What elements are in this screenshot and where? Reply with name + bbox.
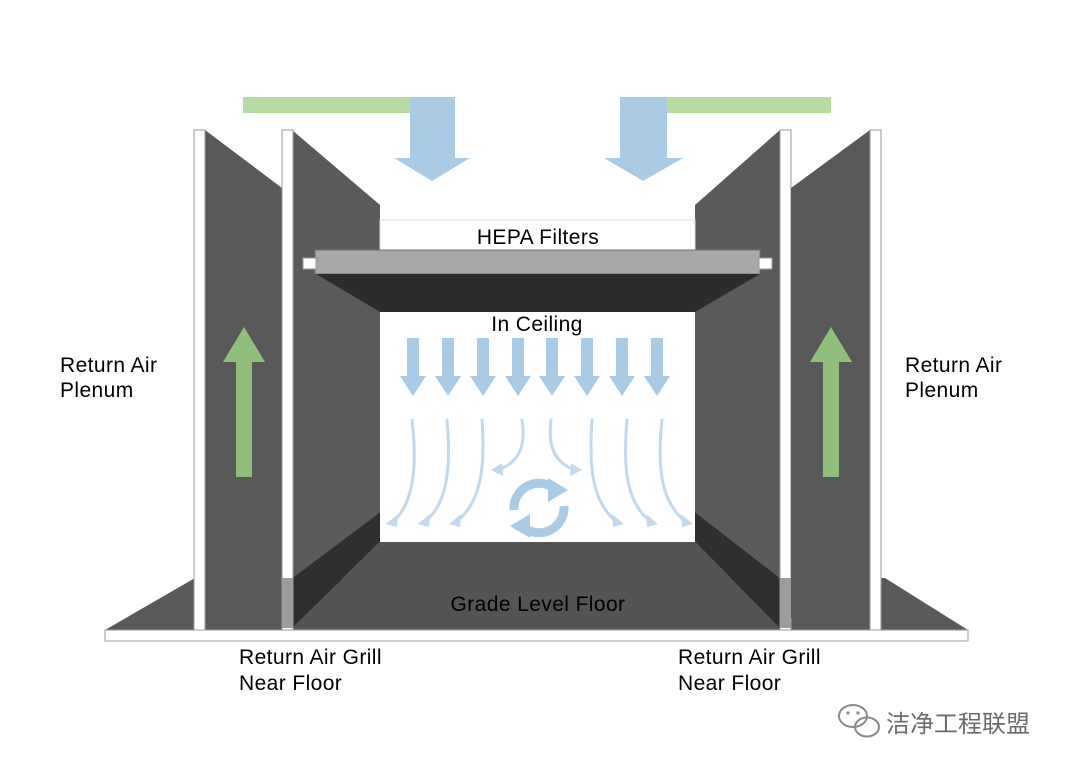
return-arrow-icon [810,327,852,477]
hepa-filter-bar [314,249,761,275]
left-grill-recess [292,512,380,628]
supply-arrow-icon [243,97,470,181]
airflow-arrow-icon [454,418,485,524]
left-room-wall [292,130,380,578]
floor-slab-edge [104,629,969,642]
right-room-wall [695,130,780,578]
in-ceiling-label: In Ceiling [491,313,583,336]
left-plenum-label-line1: Return Air [60,354,157,377]
watermark-text: 洁净工程联盟 [886,710,1030,738]
right-plenum-label-line2: Plenum [905,379,979,402]
supply-arrow-icon [604,97,831,181]
room-back-wall [380,310,695,542]
airflow-arrow-icon [470,338,496,396]
airflow-arrow-icon [574,338,600,396]
left-plenum-label-line2: Plenum [60,379,134,402]
wechat-icon [838,704,880,738]
airflow-arrow-icon [423,418,451,524]
left-inner-frame [281,129,294,631]
right-grill-recess [695,512,780,628]
left-grill-label-line2: Near Floor [239,672,342,695]
right-outer-frame [869,129,882,631]
hepa-right-tab [758,257,773,270]
airflow-arrow-icon [623,418,653,524]
airflow-arrow-icon [435,338,461,396]
airflow-arrow-icon [589,418,619,524]
airflow-arrow-icon [391,418,416,524]
grade-level-floor-label: Grade Level Floor [451,593,626,616]
left-grill-label-line1: Return Air Grill [239,646,382,669]
left-grill-opening [282,578,293,628]
airflow-arrow-icon [400,338,426,396]
hepa-filters-label: HEPA Filters [477,226,599,249]
right-plenum-label-line1: Return Air [905,354,1002,377]
airflow-arrow-icon [644,338,670,396]
airflow-arrow-icon [505,338,531,396]
airflow-arrow-icon [496,418,525,472]
streamline-heads [386,463,693,527]
left-outer-frame [193,129,206,631]
airflow-arrow-icon [609,338,635,396]
hepa-left-tab [302,257,317,270]
ceiling-upper-plate [379,219,696,253]
laminar-flow-arrows [400,338,670,396]
grade-level-floor [292,542,780,628]
airflow-arrow-icon [548,418,577,472]
return-arrow-icon [223,327,265,477]
airflow-streamlines [391,418,688,524]
recirculation-icon-heads [510,478,568,538]
right-inner-frame [779,129,792,631]
right-grill-label-line1: Return Air Grill [678,646,821,669]
airflow-arrow-icon [658,418,688,524]
right-grill-label-line2: Near Floor [678,672,781,695]
hepa-filter-media [316,274,760,312]
airflow-arrow-icon [539,338,565,396]
right-grill-opening [780,578,791,628]
